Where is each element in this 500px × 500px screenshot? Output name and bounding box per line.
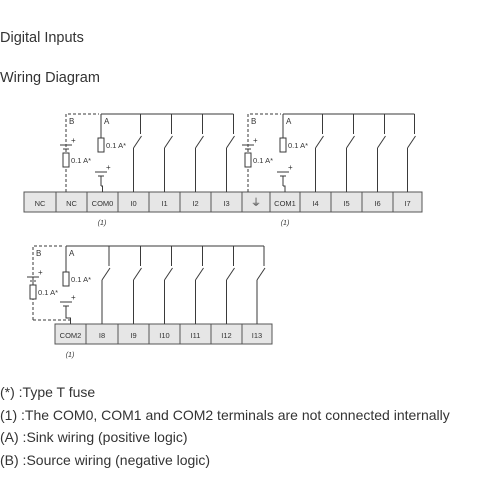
group-com1-source-fuse-label: 0.1 A* xyxy=(253,156,273,165)
terminal-label-I9: I9 xyxy=(130,331,136,340)
group-com1-sink-fuse xyxy=(279,137,287,153)
group-com1-switch-I6-blade xyxy=(377,135,386,149)
group-com0-source-fuse xyxy=(62,152,70,168)
group-com2-com-link xyxy=(65,306,71,324)
group-com0-source-battery-plus: + xyxy=(71,136,76,145)
group-com0-switch-I2-blade xyxy=(195,135,204,149)
group-com1-source-fuse xyxy=(244,152,252,168)
group-com0-switch-I1-blade xyxy=(164,135,173,149)
group-com2-switch-I11-blade xyxy=(195,267,204,281)
group-com2-source-fuse xyxy=(29,284,37,300)
terminal-label-I12: I12 xyxy=(221,331,231,340)
group-com0-sink-label: A xyxy=(104,117,110,126)
terminal-label-I11: I11 xyxy=(191,331,201,340)
com0-note: (1) xyxy=(98,220,107,227)
com2-note: (1) xyxy=(66,352,75,359)
terminal-label-I10: I10 xyxy=(159,331,169,340)
group-com2-sink-fuse xyxy=(62,271,70,287)
group-com1-switch-I5-blade xyxy=(346,135,355,149)
group-com1-source-battery-plus: + xyxy=(253,136,258,145)
group-com2-sink-label: A xyxy=(69,249,75,258)
group-com0-source-label: B xyxy=(69,117,74,126)
group-com2-sink-battery-plus: + xyxy=(71,293,76,302)
group-com2-switch-I10-blade xyxy=(164,267,173,281)
group-com0-sink-battery-plus: + xyxy=(106,163,111,172)
group-com2-switch-I8-blade xyxy=(101,267,111,281)
group-com2-source-fuse-label: 0.1 A* xyxy=(38,288,58,297)
terminal-label-I5: I5 xyxy=(343,199,349,208)
com1-note: (1) xyxy=(281,220,290,227)
terminal-label-I6: I6 xyxy=(374,199,380,208)
group-com0-source-fuse-label: 0.1 A* xyxy=(71,156,91,165)
group-com1-sink-battery-plus: + xyxy=(288,163,293,172)
note-source-wiring: (B) :Source wiring (negative logic) xyxy=(0,451,211,468)
terminal-label-NC: NC xyxy=(66,199,77,208)
terminal-label-I1: I1 xyxy=(161,199,167,208)
terminal-label-I13: I13 xyxy=(252,331,262,340)
group-com2-source-label: B xyxy=(36,249,41,258)
note-fuse-type: (*) :Type T fuse xyxy=(0,384,96,400)
group-com1-com-link xyxy=(283,185,286,192)
group-com1-source-label: B xyxy=(251,117,256,126)
notes-list: (*) :Type T fuse (1) :The COM0, COM1 and… xyxy=(0,381,500,471)
diagram-subtitle: Wiring Diagram xyxy=(0,70,100,86)
terminal-label-COM1: COM1 xyxy=(274,199,296,208)
group-com1-sink-fuse-label: 0.1 A* xyxy=(288,141,308,150)
terminal-label-COM0: COM0 xyxy=(92,199,114,208)
group-com2-switch-I12-blade xyxy=(226,267,235,281)
terminal-label-I2: I2 xyxy=(192,199,198,208)
group-com1-switch-I4-blade xyxy=(315,135,324,149)
terminal-label-I7: I7 xyxy=(404,199,410,208)
group-com1-sink-label: A xyxy=(286,117,292,126)
terminal-label-COM2: COM2 xyxy=(60,331,82,340)
note-com-terminals: (1) :The COM0, COM1 and COM2 terminals a… xyxy=(0,406,450,423)
group-com2-switch-I13-blade xyxy=(256,267,266,281)
group-com2-source-battery-plus: + xyxy=(38,268,43,277)
group-com0-com-link xyxy=(101,185,103,192)
group-com1-switch-I7-blade xyxy=(407,135,416,149)
group-com0-sink-fuse xyxy=(97,137,105,153)
terminal-label-I8: I8 xyxy=(99,331,105,340)
group-com2-sink-fuse-label: 0.1 A* xyxy=(71,275,91,284)
terminal-label-I4: I4 xyxy=(312,199,318,208)
group-com2-switch-I9-blade xyxy=(133,267,142,281)
section-title: Digital Inputs xyxy=(0,30,84,46)
terminal-label-⏚: ⏚ xyxy=(251,197,261,209)
group-com0-switch-I0-blade xyxy=(133,135,142,149)
terminal-label-I0: I0 xyxy=(130,199,136,208)
note-sink-wiring: (A) :Sink wiring (positive logic) xyxy=(0,429,188,445)
terminal-label-I3: I3 xyxy=(223,199,229,208)
terminal-label-NC: NC xyxy=(35,199,46,208)
group-com0-sink-fuse-label: 0.1 A* xyxy=(106,141,126,150)
group-com0-switch-I3-blade xyxy=(226,135,235,149)
